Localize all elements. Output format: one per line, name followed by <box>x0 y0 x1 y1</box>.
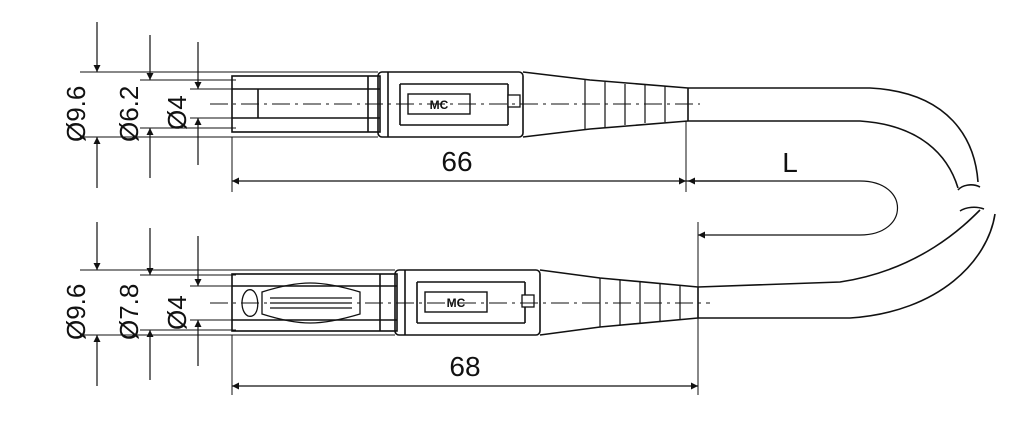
bottom-diameter-outer-label: Ø9.6 <box>61 284 91 340</box>
top-diameter-inner-label: Ø4 <box>162 95 192 130</box>
bottom-diameter-mid-label: Ø7.8 <box>114 284 144 340</box>
cable <box>688 87 996 319</box>
bottom-square-marker <box>521 294 535 308</box>
bottom-diameter-inner-label: Ø4 <box>162 295 192 330</box>
top-diameter-mid-label: Ø6.2 <box>114 86 144 142</box>
bottom-brand-label: MC <box>447 296 466 310</box>
bottom-extension-lines <box>80 269 395 336</box>
top-dimension-arrows <box>93 22 202 188</box>
cable-length-label: L <box>782 147 798 178</box>
bottom-connector: Ø9.6 Ø7.8 Ø4 MC <box>61 222 710 395</box>
bottom-dimension-arrows <box>93 222 202 386</box>
top-diameter-outer-label: Ø9.6 <box>61 86 91 142</box>
top-extension-lines <box>80 71 378 138</box>
top-length-label: 66 <box>441 146 472 177</box>
top-square-marker <box>507 94 521 108</box>
bottom-length-label: 68 <box>449 351 480 382</box>
cable-length-dimension: L <box>686 147 898 239</box>
top-connector: Ø9.6 Ø6.2 Ø4 MC <box>61 22 700 192</box>
l-dimension-bend <box>859 180 898 236</box>
bottom-brand-label-box <box>424 291 488 313</box>
top-brand-label: MC <box>430 98 449 112</box>
